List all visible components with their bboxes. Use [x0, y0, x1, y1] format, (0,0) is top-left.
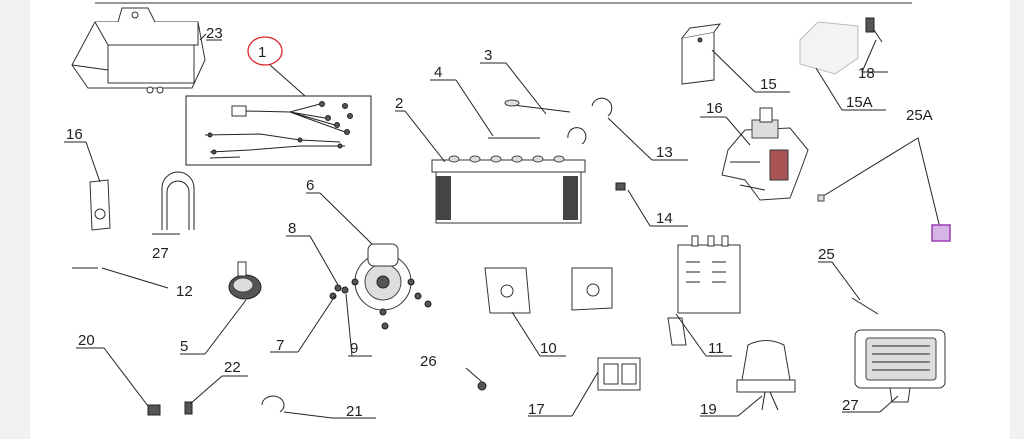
callout-27-loop: 27: [152, 245, 169, 262]
callout-7: 7: [276, 337, 284, 354]
part-17-valve: [721, 107, 809, 201]
callout-4: 4: [434, 64, 442, 81]
callout-13: 13: [656, 144, 673, 161]
part-27-work-lamp: [854, 329, 946, 403]
callout-2: 2: [395, 95, 403, 112]
part-27-wire-loop: [161, 171, 195, 230]
callout-15a: 15A: [846, 94, 873, 111]
part-14-connector: [615, 182, 626, 191]
part-13-ring-clip: [591, 97, 613, 117]
callout-25a: 25A: [906, 107, 933, 124]
part-16-plate: [89, 179, 111, 231]
part-7-9-fasteners: [329, 284, 432, 330]
callout-12: 12: [176, 283, 193, 300]
callout-8: 8: [288, 220, 296, 237]
callout-27-lamp: 27: [842, 397, 859, 414]
callout-1: 1: [258, 44, 266, 61]
callout-22: 21: [346, 403, 363, 420]
callout-26: 26: [420, 353, 437, 370]
part-2-battery: [431, 155, 586, 224]
part-23-clip: [184, 401, 193, 415]
part-15-bracket: [681, 23, 722, 85]
part-20-beacon: [736, 340, 796, 411]
callout-17: 16: [706, 100, 723, 117]
callout-18: 17: [528, 401, 545, 418]
part-21-clip: [147, 404, 161, 416]
part-6-trailer-socket: [351, 243, 415, 316]
part-5-horn: [228, 261, 262, 300]
part-24-control-module: [71, 7, 206, 94]
callout-20: 19: [700, 401, 717, 418]
callout-labels: 23 1 2 3 4 13 14 15 15A 18 16 25A 16 27 …: [66, 25, 933, 420]
callout-21: 20: [78, 332, 95, 349]
part-25a-sensor-cable: [817, 137, 951, 242]
part-22-ring: [261, 395, 285, 413]
part-26-grommet: [477, 381, 487, 391]
part-19-clip: [865, 17, 883, 43]
callout-14: 14: [656, 210, 673, 227]
callout-25: 25: [818, 246, 835, 263]
part-10-plates: [484, 267, 613, 314]
callout-24: 23: [206, 25, 223, 42]
callout-9: 9: [350, 340, 358, 357]
callout-6: 6: [306, 177, 314, 194]
part-1-wiring-harness: [185, 95, 372, 166]
callout-1-highlight-circle: [247, 36, 283, 66]
callout-15: 15: [760, 76, 777, 93]
callout-19: 18: [858, 65, 875, 82]
callout-3: 3: [484, 47, 492, 64]
leader-lines: [64, 33, 899, 419]
callout-23: 22: [224, 359, 241, 376]
part-11-relay-module: [667, 235, 741, 346]
callout-11: 11: [708, 340, 724, 357]
part-25-bolt: [851, 297, 879, 315]
part-15a-module: [799, 21, 859, 75]
callout-16: 16: [66, 126, 83, 143]
callout-5: 5: [180, 338, 188, 355]
part-18-connector: [597, 357, 641, 391]
callout-10: 10: [540, 340, 557, 357]
